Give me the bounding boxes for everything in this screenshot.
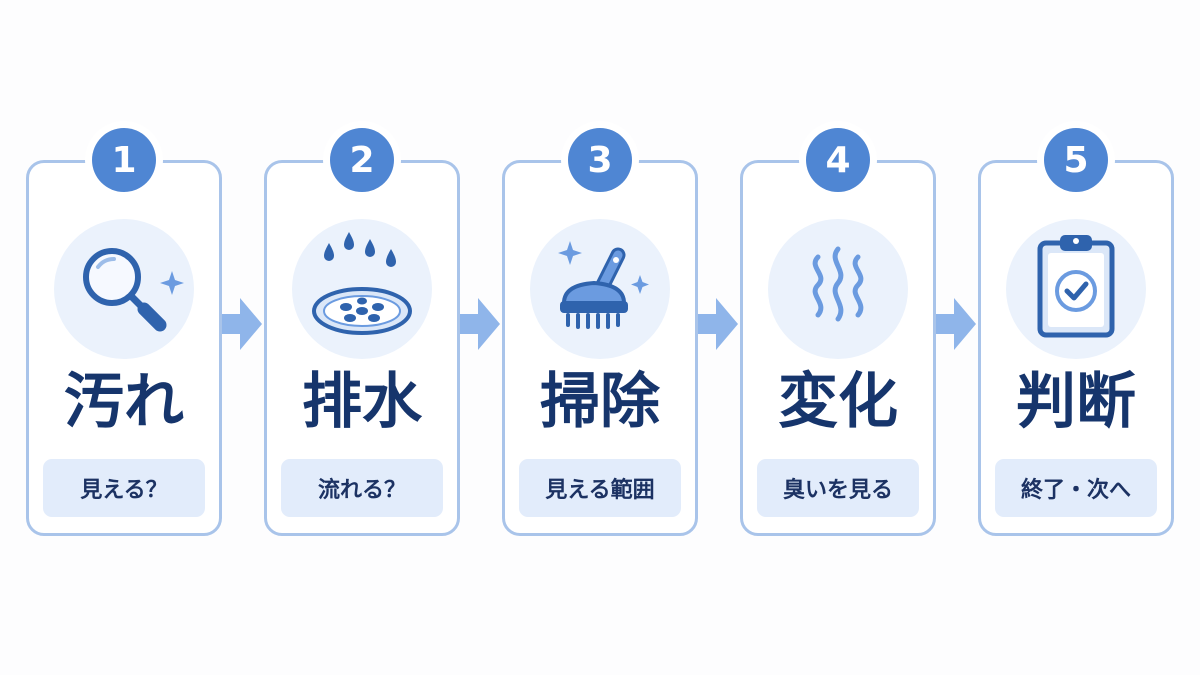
step-caption: 流れる？ — [281, 459, 443, 517]
step-card-2: 排水 流れる？ — [264, 160, 460, 536]
step-icon-circle — [1006, 219, 1146, 359]
step-title: 汚れ — [64, 367, 184, 437]
magnifying-glass-icon — [83, 248, 184, 332]
step-caption: 終了・次へ — [995, 459, 1157, 517]
step-icon-circle — [768, 219, 908, 359]
step-caption: 見える範囲 — [519, 459, 681, 517]
step-caption: 臭いを見る — [757, 459, 919, 517]
step-title: 掃除 — [540, 367, 660, 437]
step-title: 変化 — [778, 367, 898, 437]
step-card-4: 変化 臭いを見る — [740, 160, 936, 536]
step-title: 判断 — [1016, 367, 1136, 437]
step-card-5: 判断 終了・次へ — [978, 160, 1174, 536]
scrub-brush-icon — [558, 241, 649, 329]
flow-arrow-icon — [936, 298, 976, 350]
step-number-badge-4: 4 — [806, 128, 870, 192]
flow-arrow-icon — [460, 298, 500, 350]
step-number-badge-1: 1 — [92, 128, 156, 192]
flow-arrow-icon — [222, 298, 262, 350]
step-icon-circle — [54, 219, 194, 359]
step-number-badge-3: 3 — [568, 128, 632, 192]
step-card-3: 掃除 見える範囲 — [502, 160, 698, 536]
step-icon-circle — [292, 219, 432, 359]
odor-waves-icon — [812, 246, 864, 322]
flow-arrow-icon — [698, 298, 738, 350]
step-caption: 見える？ — [43, 459, 205, 517]
clipboard-check-icon — [1037, 235, 1115, 338]
step-title: 排水 — [302, 367, 422, 437]
step-icon-circle — [530, 219, 670, 359]
step-card-1: 汚れ 見える？ — [26, 160, 222, 536]
step-number-badge-5: 5 — [1044, 128, 1108, 192]
drain-water-icon — [312, 232, 412, 335]
step-number-badge-2: 2 — [330, 128, 394, 192]
